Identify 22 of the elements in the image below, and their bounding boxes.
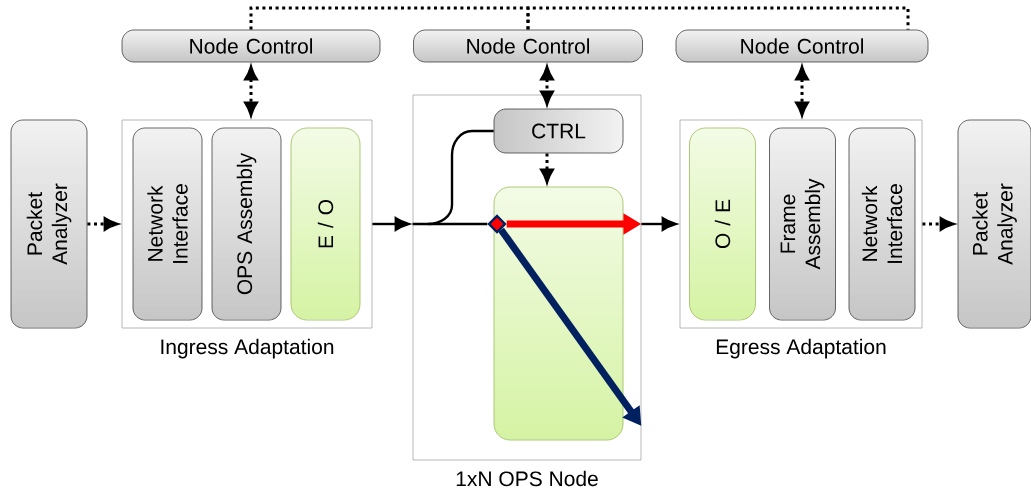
process-box: Packet Analyzer	[957, 119, 1031, 329]
converter-box: O / E	[689, 127, 756, 321]
switch-point	[487, 214, 507, 234]
switch-box	[493, 186, 624, 441]
process-box: Packet Analyzer	[10, 119, 88, 329]
node-label: Egress Adaptation	[716, 338, 886, 359]
process-box: Node Control	[413, 29, 643, 63]
process-box: Node Control	[121, 29, 381, 63]
connector	[526, 6, 910, 30]
process-box: Network Interface	[132, 127, 203, 321]
connector	[249, 6, 530, 30]
process-box: Frame Assembly	[769, 127, 836, 321]
connector	[412, 222, 488, 226]
converter-box: E / O	[290, 127, 361, 321]
control-box: CTRL	[493, 108, 624, 154]
process-box: Network Interface	[848, 127, 916, 321]
process-box: OPS Assembly	[211, 127, 282, 321]
process-box: Node Control	[675, 29, 929, 63]
connector	[372, 217, 410, 231]
node-label: Ingress Adaptation	[161, 338, 334, 359]
node-label: 1xN OPS Node	[456, 470, 598, 487]
connector	[641, 217, 677, 231]
